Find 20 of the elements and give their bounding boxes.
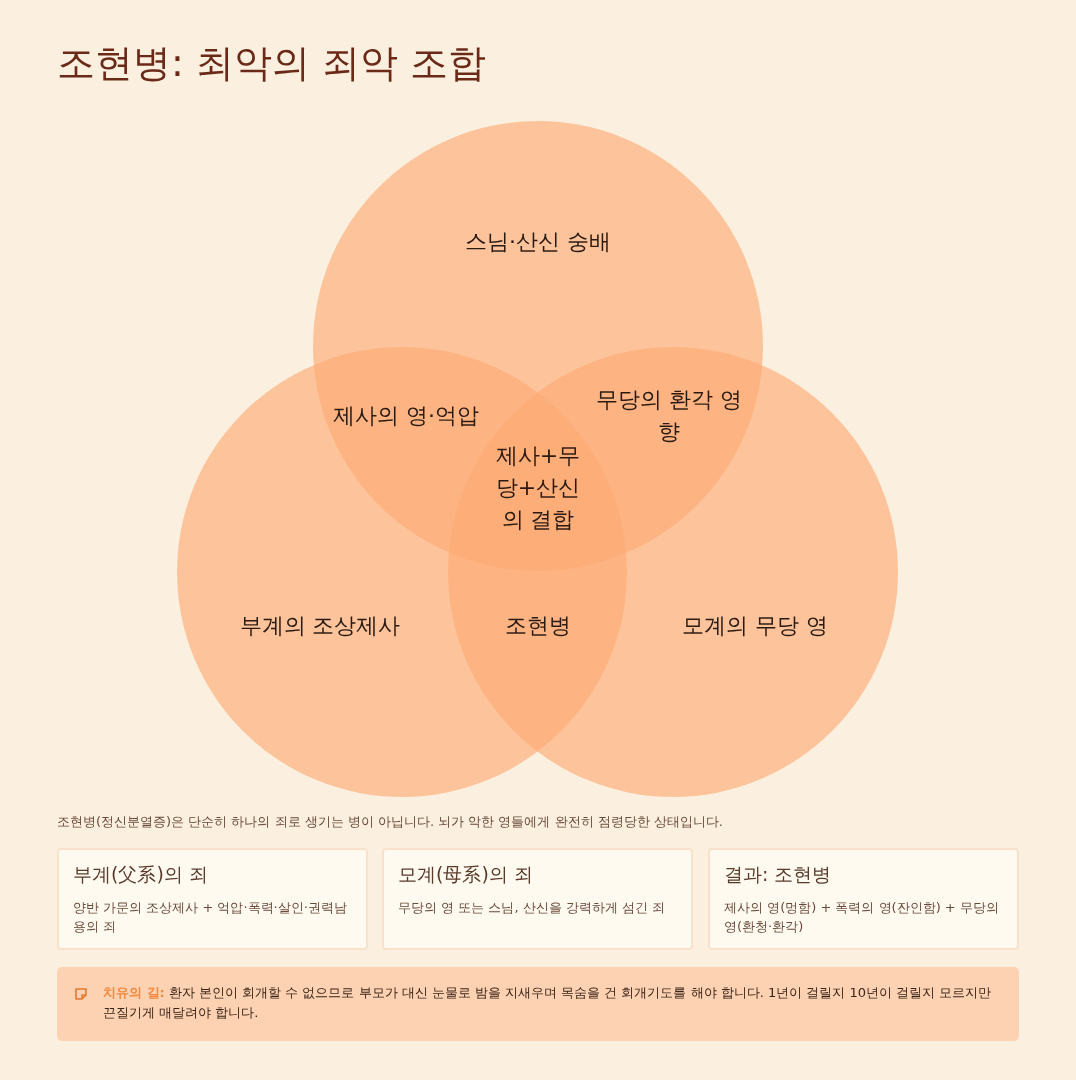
- region-label: 무당의 환각 영향: [595, 386, 743, 446]
- info-card: [708, 848, 1019, 950]
- note-text: 치유의 길: 환자 본인이 회개할 수 없으므로 부모가 대신 눈물로 밤을 지새우며 목숨을 건 회개기도를 해야 합니다. 1년이 걸릴지 10년이 걸릴지 모르지만 끈질기게 매달려야 합니다.: [103, 984, 993, 1022]
- circle-label: 모계의 무당 영: [681, 612, 829, 640]
- card-text: 양반 가문의 조상제사 + 억압·폭력·살인·권력남용의 죄: [73, 899, 348, 936]
- card-heading: 결과: 조현병: [724, 862, 833, 887]
- region-label: 제사의 영·억압: [332, 402, 480, 430]
- info-card: [57, 848, 368, 950]
- circle-label: 부계의 조상제사: [238, 612, 402, 640]
- title: 조현병: 최악의 죄악 조합: [57, 40, 487, 87]
- region-label: 조현병: [504, 612, 572, 640]
- card-heading: 모계(母系)의 죄: [398, 862, 534, 887]
- note-box: [57, 967, 1019, 1041]
- caption-text: 조현병(정신분열증)은 단순히 하나의 죄로 생기는 병이 아닙니다. 뇌가 악한 영들에게 완전히 점령당한 상태입니다.: [57, 813, 724, 831]
- info-card: [382, 848, 693, 950]
- card-text: 무당의 영 또는 스님, 산신을 강력하게 섬긴 죄: [398, 899, 667, 917]
- circle-label: 스님·산신 숭배: [464, 228, 612, 256]
- card-heading: 부계(父系)의 죄: [73, 862, 209, 887]
- card-text: 제사의 영(멍함) + 폭력의 영(잔인함) + 무당의 영(환청·환각): [724, 899, 1000, 936]
- region-label: 제사+무당+산신의 결합: [494, 442, 582, 534]
